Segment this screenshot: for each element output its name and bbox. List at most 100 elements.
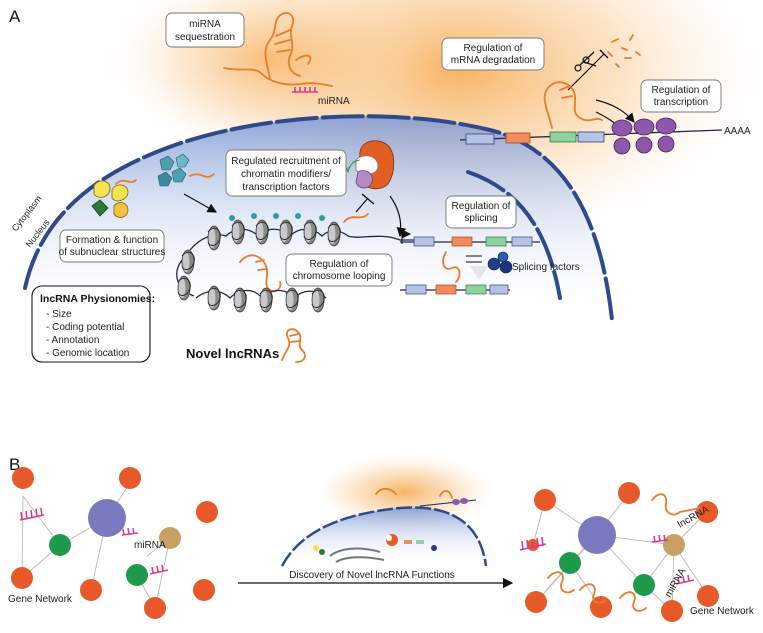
- splicing-box: [445, 195, 517, 229]
- mirna-icon: [519, 536, 547, 551]
- recruitment-inhibition-bar: [361, 193, 375, 205]
- subnuclear-line2: of subnuclear structures: [59, 247, 166, 258]
- lncrna-mirna-sponge-icon: [223, 12, 333, 93]
- gene-node: [696, 501, 718, 523]
- gene-node: [534, 489, 556, 511]
- degraded-rna-fragments-icon: [607, 34, 641, 68]
- gene-node: [80, 579, 102, 601]
- tss-arrow: [401, 229, 412, 244]
- mirna-sequestration-line1: miRNA: [189, 19, 221, 30]
- spliced-exon-4: [489, 284, 509, 295]
- recruitment-box: [225, 149, 347, 197]
- transcription-arrow-1: [595, 99, 635, 123]
- left-network-label: Gene Network: [8, 594, 73, 605]
- splicing-down-arrow-icon: [470, 266, 488, 280]
- looping-line1: Regulation of: [310, 259, 369, 270]
- subnuclear-structure-icon: [91, 179, 137, 218]
- mirna-icon: [121, 527, 139, 536]
- gene-node: [49, 534, 71, 556]
- mirna-label: miRNA: [318, 96, 350, 107]
- chromatin-fiber-upper: [189, 213, 418, 251]
- panel-a: A Cytoplasm Nucleus miRNA sequestration …: [9, 0, 760, 363]
- discovery-arrow-label: Discovery of Novel lncRNA Functions: [289, 570, 455, 581]
- recruitment-line3: transcription factors: [242, 182, 329, 193]
- exon-blue-2: [577, 131, 605, 143]
- looping-box: [285, 253, 393, 287]
- right-gene-network: [519, 482, 719, 622]
- recruitment-line1: Regulated recruitment of: [231, 156, 341, 167]
- degradation-inhibition-line: [567, 53, 605, 91]
- physionomy-item-annotation: - Annotation: [46, 335, 99, 346]
- pre-exon-4: [511, 236, 533, 247]
- lncrna-icon: [579, 583, 607, 604]
- mrna-degradation-line1: Regulation of: [464, 43, 523, 54]
- lncrna-on-mrna-icon: [543, 81, 603, 129]
- gene-node: [144, 597, 166, 619]
- recruitment-arrow: [389, 195, 407, 238]
- protein-cluster-icon: [157, 153, 190, 187]
- recruitment-link-line: [355, 197, 369, 213]
- physionomy-item-coding: - Coding potential: [46, 322, 124, 333]
- nuclear-membrane-inner: [466, 170, 562, 300]
- mirna-icon: [149, 564, 169, 575]
- gene-node: [159, 527, 181, 549]
- mirna-sequestration-line2: sequestration: [175, 32, 235, 43]
- gene-node: [633, 574, 655, 596]
- left-gene-network: [11, 467, 218, 619]
- protein-recruit-arrow: [183, 193, 218, 213]
- gene-node: [11, 567, 33, 589]
- gene-node: [618, 482, 640, 504]
- physionomies-title: lncRNA Physionomies:: [40, 293, 155, 305]
- panel-b: B miRNA Gene: [8, 454, 755, 622]
- subnuclear-box: [59, 229, 165, 263]
- right-mirna-label: miRNA: [663, 566, 689, 599]
- splicing-line1: Regulation of: [452, 201, 511, 212]
- physionomy-item-size: - Size: [46, 309, 72, 320]
- degradation-inhibition-bar: [599, 49, 609, 59]
- mirna-sequestration-box: [165, 12, 245, 48]
- splicing-lncrna: [442, 251, 461, 283]
- hub-gene-node: [578, 516, 616, 554]
- looping-line2: chromosome looping: [293, 271, 386, 282]
- gene-node: [525, 591, 547, 613]
- panel-a-letter: A: [9, 7, 21, 26]
- splicing-equilibrium-icon: [466, 255, 482, 263]
- gene-node: [697, 585, 719, 607]
- nucleus-interior: [25, 116, 612, 320]
- mirna-icon: [19, 507, 45, 521]
- exon-orange-1: [505, 132, 531, 144]
- mrna-degradation-box: [441, 37, 545, 71]
- pre-exon-1: [413, 236, 435, 247]
- nuclear-membrane: [23, 114, 614, 322]
- scissors-icon: [574, 51, 597, 72]
- spliced-exon-3: [465, 284, 487, 295]
- physionomies-box: [31, 285, 151, 363]
- novel-lncrna-icon: [281, 328, 306, 363]
- lncrna-icon: [547, 571, 575, 594]
- gene-node: [193, 579, 215, 601]
- exon-blue-1: [465, 133, 495, 145]
- lncrna-icon: [619, 591, 647, 612]
- mrna-degradation-line2: mRNA degradation: [451, 55, 536, 66]
- hub-gene-node: [88, 499, 126, 537]
- subnuclear-line1: Formation & function: [66, 235, 158, 246]
- spliced-exon-2: [435, 284, 457, 295]
- transcription-line1: Regulation of: [652, 85, 711, 96]
- gene-node: [126, 564, 148, 586]
- loop-nucleosome-1: [181, 249, 195, 275]
- novel-lncrnas-label: Novel lncRNAs: [186, 346, 279, 361]
- spliced-exon-1: [405, 284, 427, 295]
- splicing-factors-label: Splicing factors: [512, 262, 580, 273]
- transcription-box: [640, 79, 722, 113]
- loop-lncrna-icon: [239, 254, 282, 293]
- splicing-line2: splicing: [464, 213, 497, 224]
- physionomy-item-location: - Genomic location: [46, 348, 129, 359]
- splicing-factor-icon: [487, 251, 513, 274]
- gene-node: [661, 600, 683, 622]
- gene-node: [12, 467, 34, 489]
- mini-cell-schematic: [280, 454, 495, 567]
- ribosome-icon: [611, 117, 677, 155]
- gene-node: [559, 552, 581, 574]
- transcription-line2: transcription: [654, 97, 708, 108]
- gene-node: [119, 467, 141, 489]
